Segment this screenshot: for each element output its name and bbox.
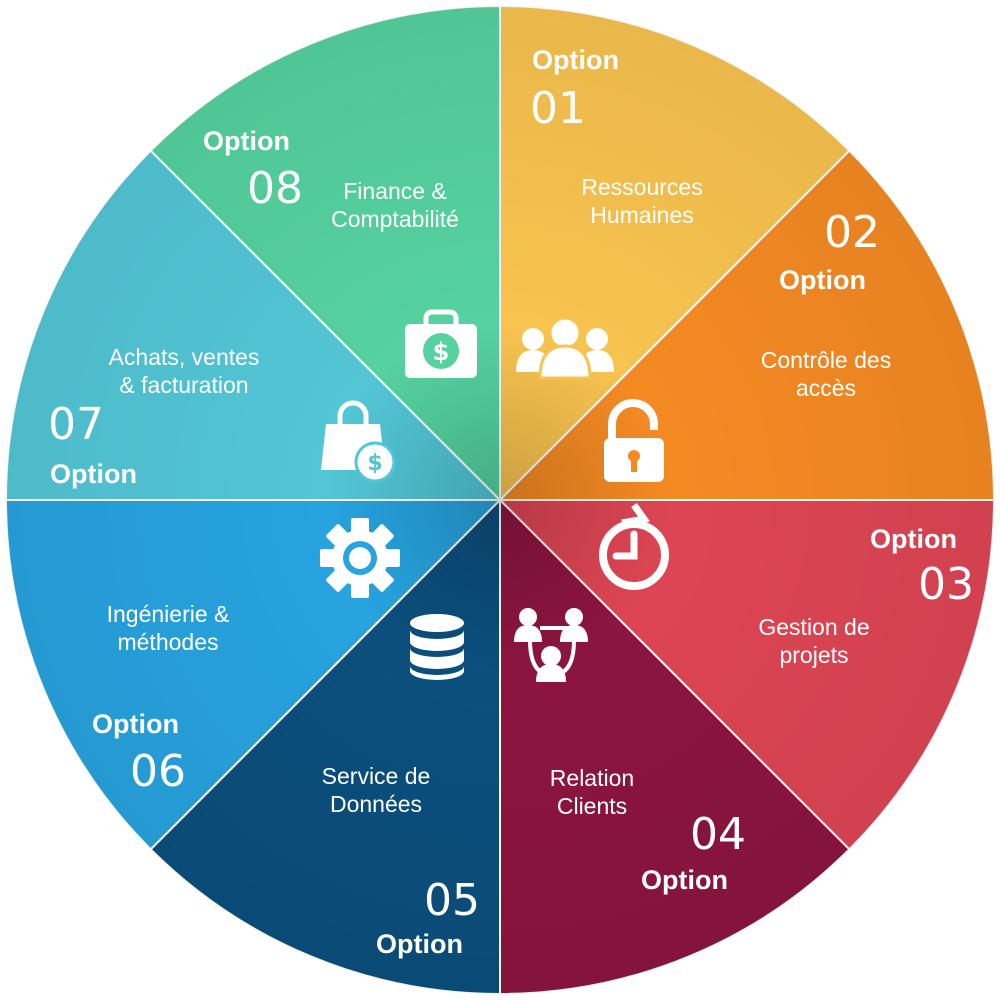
segment-04-number: 04 (690, 809, 746, 860)
unlocked-padlock-icon (604, 399, 664, 482)
segment-08-label: Finance & Comptabilité (331, 178, 459, 232)
segment-01-number: 01 (530, 83, 586, 134)
segment-05-number: 05 (424, 875, 480, 926)
stopwatch-icon (599, 502, 669, 590)
segment-07-label: Achats, ventes & facturation (108, 344, 260, 398)
segment-04-option: Option (641, 865, 728, 895)
segment-02-number: 02 (824, 207, 880, 258)
segment-06-number: 06 (130, 746, 186, 797)
segment-03-number: 03 (918, 559, 974, 610)
segment-03-option: Option (870, 524, 957, 554)
people-network-icon (514, 608, 588, 682)
svg-text:$: $ (433, 338, 450, 366)
segment-08-number: 08 (247, 163, 303, 214)
money-briefcase-icon: $ (405, 309, 477, 378)
segment-01-option: Option (532, 45, 619, 75)
segment-07-option: Option (50, 459, 137, 489)
gear-icon (320, 518, 400, 598)
segment-02-option: Option (779, 265, 866, 295)
segment-01-label: Ressources Humaines (581, 174, 703, 228)
segment-03-label: Gestion de projets (758, 614, 870, 668)
segment-02-label: Contrôle des accès (760, 347, 892, 401)
shopping-bag-dollar-icon: $ (321, 400, 396, 483)
users-group-icon (516, 316, 614, 380)
segment-04-label: Relation Clients (549, 765, 635, 819)
svg-text:$: $ (367, 451, 382, 476)
segment-05-label: Service de Données (321, 763, 431, 817)
segment-05-option: Option (376, 929, 463, 959)
segment-07-number: 07 (48, 399, 104, 450)
segment-06-option: Option (92, 709, 179, 739)
segment-08-option: Option (203, 126, 290, 156)
segment-06-label: Ingénierie & méthodes (106, 601, 230, 655)
database-icon (410, 614, 464, 680)
